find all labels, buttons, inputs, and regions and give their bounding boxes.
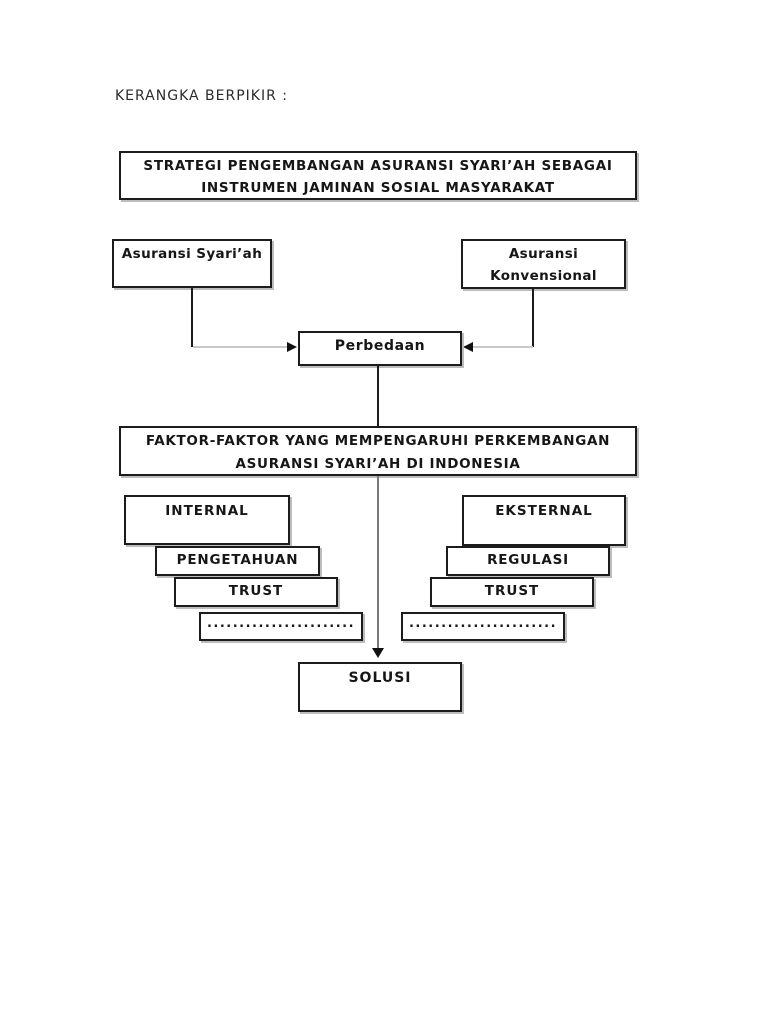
node-asuransi-syariah-label: Asuransi Syari’ah bbox=[121, 246, 263, 262]
node-strategy: STRATEGI PENGEMBANGAN ASURANSI SYARI’AH … bbox=[119, 151, 637, 200]
node-faktor-line1: FAKTOR-FAKTOR YANG MEMPENGARUHI PERKEMBA… bbox=[145, 433, 611, 449]
node-placeholder-eksternal: ....................... bbox=[401, 612, 565, 641]
node-solusi: SOLUSI bbox=[298, 662, 462, 712]
node-placeholder-internal: ....................... bbox=[199, 612, 363, 641]
node-pengetahuan: PENGETAHUAN bbox=[155, 546, 320, 576]
node-eksternal: EKSTERNAL bbox=[462, 495, 626, 546]
node-internal-label: INTERNAL bbox=[165, 503, 249, 519]
node-internal: INTERNAL bbox=[124, 495, 290, 545]
node-trust-eksternal: TRUST bbox=[430, 577, 594, 607]
node-pengetahuan-label: PENGETAHUAN bbox=[176, 552, 299, 568]
connector-faktor-to-solusi bbox=[377, 476, 379, 648]
node-perbedaan-label: Perbedaan bbox=[334, 338, 426, 354]
node-perbedaan: Perbedaan bbox=[298, 331, 462, 366]
node-placeholder-internal-label: ....................... bbox=[206, 616, 356, 631]
node-strategy-line2: INSTRUMEN JAMINAN SOSIAL MASYARAKAT bbox=[201, 180, 555, 196]
connector-syariah-vertical bbox=[191, 288, 193, 347]
arrowhead-right-icon bbox=[287, 342, 297, 352]
node-asuransi-konvensional-line2: Konvensional bbox=[490, 268, 597, 284]
node-trust-internal: TRUST bbox=[174, 577, 338, 607]
arrowhead-down-icon bbox=[372, 648, 384, 658]
node-faktor: FAKTOR-FAKTOR YANG MEMPENGARUHI PERKEMBA… bbox=[119, 426, 637, 476]
node-trust-internal-label: TRUST bbox=[228, 583, 284, 599]
node-trust-eksternal-label: TRUST bbox=[484, 583, 540, 599]
node-asuransi-konvensional: Asuransi Konvensional bbox=[461, 239, 626, 289]
node-asuransi-syariah: Asuransi Syari’ah bbox=[112, 239, 272, 288]
node-placeholder-eksternal-label: ....................... bbox=[408, 616, 558, 631]
connector-syariah-horizontal bbox=[193, 346, 288, 348]
node-regulasi-label: REGULASI bbox=[487, 552, 569, 568]
node-regulasi: REGULASI bbox=[446, 546, 610, 576]
node-asuransi-konvensional-line1: Asuransi bbox=[508, 246, 579, 262]
node-solusi-label: SOLUSI bbox=[348, 670, 412, 686]
node-strategy-line1: STRATEGI PENGEMBANGAN ASURANSI SYARI’AH … bbox=[143, 158, 613, 174]
connector-konvensional-vertical bbox=[532, 289, 534, 347]
node-eksternal-label: EKSTERNAL bbox=[495, 503, 593, 519]
connector-konvensional-horizontal bbox=[473, 346, 533, 348]
connector-perbedaan-to-faktor bbox=[377, 366, 379, 426]
page-title: KERANGKA BERPIKIR : bbox=[115, 88, 288, 104]
arrowhead-left-icon bbox=[463, 342, 473, 352]
node-faktor-line2: ASURANSI SYARI’AH DI INDONESIA bbox=[235, 456, 521, 472]
